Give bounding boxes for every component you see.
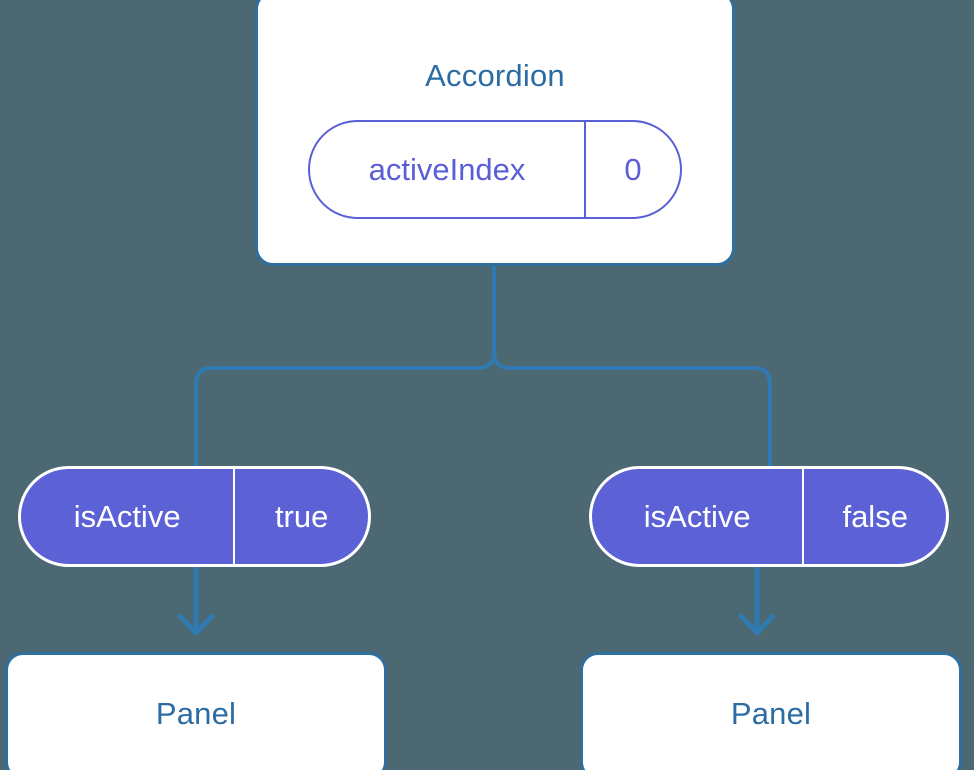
arrow-left-pill-to-panel (177, 566, 215, 636)
connector-trunk-split-right (492, 350, 772, 468)
prop-pill-is-active-true[interactable]: isActive true (18, 466, 371, 567)
panel-component-card-left[interactable]: Panel (5, 652, 387, 770)
accordion-title: Accordion (425, 58, 565, 93)
state-pill-active-index[interactable]: activeIndex 0 (308, 120, 682, 219)
prop-pill-is-active-true-value: true (233, 469, 368, 564)
prop-pill-is-active-false[interactable]: isActive false (589, 466, 949, 567)
panel-title-right: Panel (730, 696, 812, 731)
panel-component-card-right[interactable]: Panel (580, 652, 962, 770)
prop-pill-is-active-false-value: false (802, 469, 946, 564)
connector-trunk-split (194, 261, 496, 468)
state-pill-active-index-key: activeIndex (368, 152, 526, 187)
prop-pill-is-active-false-key: isActive (643, 499, 751, 534)
state-pill-active-index-value: 0 (584, 122, 680, 217)
panel-title-left: Panel (155, 696, 237, 731)
prop-pill-is-active-true-key: isActive (73, 499, 181, 534)
arrow-right-pill-to-panel (738, 566, 776, 636)
